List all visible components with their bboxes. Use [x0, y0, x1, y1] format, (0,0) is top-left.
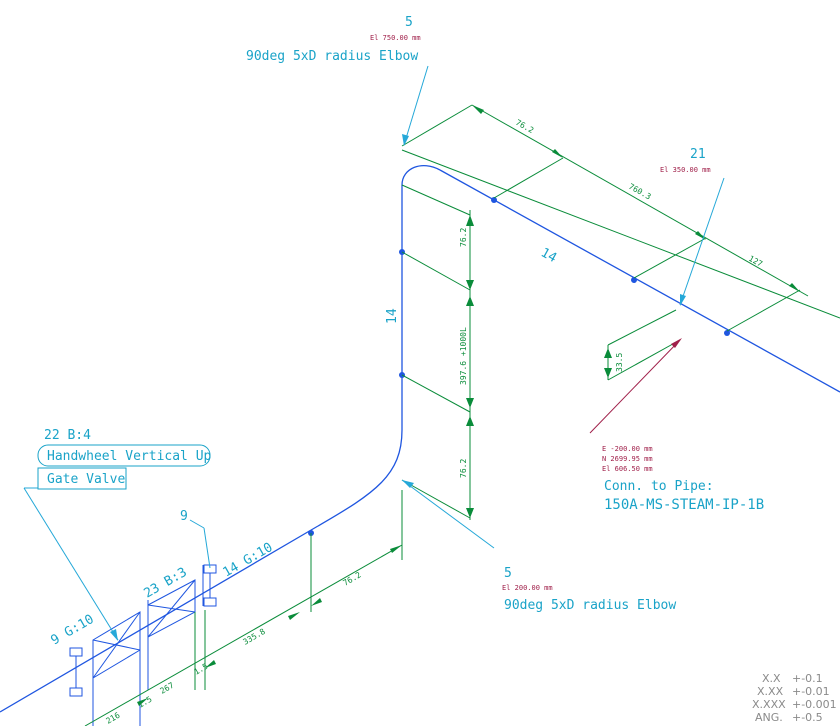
tol-value-3: +-0.001 [792, 698, 837, 711]
node-top-run-2 [631, 277, 637, 283]
conn-pipe-label: Conn. to Pipe: [604, 479, 714, 494]
node-top-run-1 [491, 197, 497, 203]
elbow-bottom-elevation: El 200.00 mm [502, 584, 553, 592]
pipe-number-vertical: 14 [385, 308, 400, 324]
tolerance-table: X.X +-0.1 X.XX +-0.01 X.XXX +-0.001 ANG.… [752, 672, 837, 724]
conn-pipe-id: 150A-MS-STEAM-IP-1B [604, 497, 764, 513]
flange-reference: 9 [180, 509, 188, 524]
pipe-centerline [0, 165, 840, 713]
conn-northing: N 2699.95 mm [602, 455, 653, 463]
tol-label-4: ANG. [755, 711, 783, 724]
elbow-top-description: 90deg 5xD radius Elbow [246, 49, 418, 64]
elbow-bottom-description: 90deg 5xD radius Elbow [504, 598, 676, 613]
elbow-bottom-number: 5 [504, 566, 512, 581]
component-14-g10: 14 G:10 [221, 540, 276, 580]
conn-easting: E -200.00 mm [602, 445, 653, 453]
gate-valve-label: Gate Valve [47, 472, 125, 487]
tol-value-2: +-0.01 [792, 685, 830, 698]
dim-76-2-top: 76.2 [514, 118, 535, 135]
gate-valve-box [37, 467, 127, 490]
conn-number: 21 [690, 147, 706, 162]
tol-value-1: +-0.1 [792, 672, 823, 685]
flange-9-icon [202, 564, 217, 607]
dimensions [84, 104, 840, 726]
valve-reference: 22 B:4 [44, 428, 91, 443]
dim-76-2-low: 76.2 [459, 459, 468, 478]
node-top-run-3 [724, 330, 730, 336]
dim-760-3: 760.3 [627, 182, 653, 202]
pipe-top-run [439, 169, 840, 393]
pipe-number-top: 14 [538, 245, 559, 266]
component-9-g10: 9 G:10 [49, 612, 97, 648]
tol-label-2: X.XX [757, 685, 784, 698]
tol-value-4: +-0.5 [792, 711, 823, 724]
dim-76-2-vert: 76.2 [459, 228, 468, 247]
pipe-lower-elbow [317, 429, 403, 527]
dim-33-5: 33.5 [615, 353, 624, 372]
annotations: 5 El 750.00 mm 90deg 5xD radius Elbow 21… [37, 15, 764, 648]
leader-lines [23, 65, 725, 641]
dim-1-5-b: 1.5 [137, 695, 154, 710]
handwheel-label: Handwheel Vertical Up [47, 449, 212, 464]
handwheel-box [37, 444, 211, 467]
dim-76-2-horiz: 76.2 [342, 570, 363, 588]
conn-elevation-2: El 606.50 mm [602, 465, 653, 473]
tol-label-3: X.XXX [752, 698, 786, 711]
conn-elevation: El 350.00 mm [660, 166, 711, 174]
elbow-top-number: 5 [405, 15, 413, 30]
dimension-labels: 76.2 760.3 127 76.2 397.6 +1000L 76.2 33… [105, 118, 765, 726]
tol-label-1: X.X [762, 672, 781, 685]
elbow-top-elevation: El 750.00 mm [370, 34, 421, 42]
pipe-lower-run [0, 525, 319, 713]
dim-397-6: 397.6 +1000L [459, 327, 468, 385]
valve-9-icon [69, 611, 141, 726]
pipe-top-elbow [401, 165, 441, 186]
